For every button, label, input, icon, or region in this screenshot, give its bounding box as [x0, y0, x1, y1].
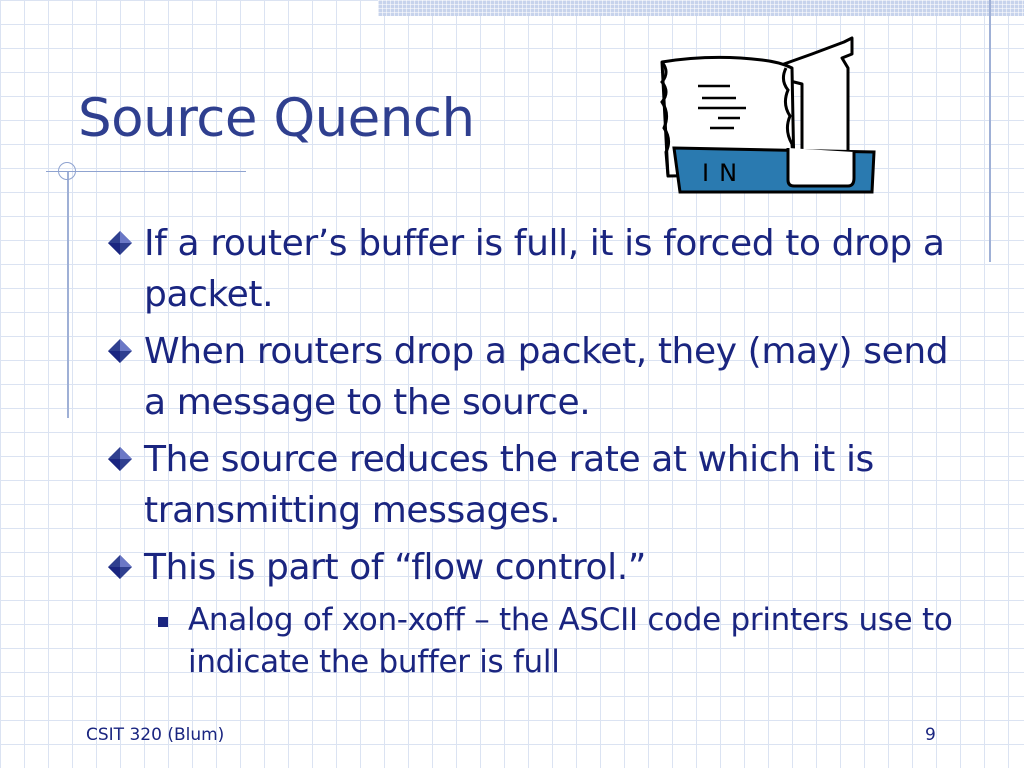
- diamond-bullet-icon: [108, 447, 132, 471]
- sub-bullet-text: Analog of xon-xoff – the ASCII code prin…: [188, 602, 953, 680]
- bullet-item: This is part of “flow control.”: [104, 542, 964, 593]
- bullet-item: The source reduces the rate at which it …: [104, 434, 964, 536]
- sub-bullet-item: Analog of xon-xoff – the ASCII code prin…: [158, 599, 964, 683]
- slide-content: If a router’s buffer is full, it is forc…: [104, 218, 964, 683]
- diamond-bullet-icon: [108, 231, 132, 255]
- inbox-tray-icon: IN: [660, 36, 876, 194]
- footer-course: CSIT 320 (Blum): [86, 725, 225, 745]
- right-decorative-rule: [989, 0, 991, 262]
- bullet-text: This is part of “flow control.”: [144, 547, 647, 588]
- bullet-text: If a router’s buffer is full, it is forc…: [144, 223, 945, 315]
- bullet-item: When routers drop a packet, they (may) s…: [104, 326, 964, 428]
- bullet-text: When routers drop a packet, they (may) s…: [144, 331, 949, 423]
- footer-page-number: 9: [925, 725, 936, 745]
- diamond-bullet-icon: [108, 555, 132, 579]
- left-decorative-rule: [67, 172, 69, 418]
- title-underline-rule: [46, 171, 246, 172]
- slide-title: Source Quench: [78, 88, 475, 149]
- clipart-label: IN: [702, 159, 747, 187]
- square-bullet-icon: [158, 617, 168, 627]
- crosshair-circle-icon: [58, 162, 76, 180]
- bullet-text: The source reduces the rate at which it …: [144, 439, 874, 531]
- bullet-item: If a router’s buffer is full, it is forc…: [104, 218, 964, 320]
- diamond-bullet-icon: [108, 339, 132, 363]
- top-decorative-band: [378, 0, 1024, 16]
